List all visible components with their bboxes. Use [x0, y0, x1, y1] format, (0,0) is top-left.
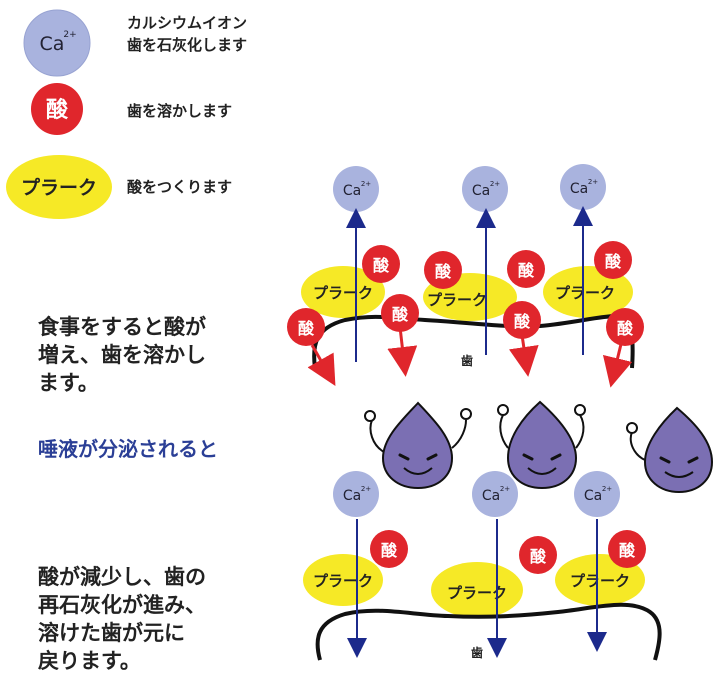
calcium-ion: Ca 2+ — [333, 471, 379, 517]
calcium-ion: Ca 2+ — [472, 471, 518, 517]
acid-molecule: 酸 — [424, 251, 462, 289]
acid-label: 酸 — [435, 262, 452, 281]
plaque — [543, 266, 633, 318]
tooth-icon-label: 歯 — [461, 353, 473, 368]
acid-molecule: 酸 — [608, 530, 646, 568]
calcium-ion: Ca 2+ — [462, 166, 508, 212]
acid-molecule: 酸 — [594, 241, 632, 279]
saliva-drop-icon — [364, 401, 472, 490]
calcium-symbol: Ca — [584, 488, 602, 504]
acid-molecule: 酸 — [606, 308, 644, 346]
calcium-ion: Ca 2+ — [560, 164, 606, 210]
acid-label: 酸 — [298, 319, 315, 338]
legend-calcium-line2: 歯を石灰化します — [127, 36, 248, 54]
legend-plaque-text: 酸をつくります — [127, 178, 233, 196]
calcium-superscript: 2+ — [361, 180, 371, 188]
saliva-drop-icon — [626, 406, 714, 494]
plaque-label: プラーク — [570, 572, 630, 590]
legend-calcium-icon: Ca 2+ — [23, 9, 91, 77]
acid-molecule: 酸 — [287, 308, 325, 346]
calcium-symbol: Ca — [343, 488, 361, 504]
acid-molecule: 酸 — [503, 301, 541, 339]
legend-acid-symbol: 酸 — [46, 98, 69, 123]
caption-eating: 食事をすると酸が 増え、歯を溶かし ます。 — [38, 313, 206, 397]
caption-recovery-line: 酸が減少し、歯の — [38, 565, 206, 589]
calcium-superscript: 2+ — [361, 485, 371, 493]
calcium-symbol: Ca — [472, 183, 490, 199]
acid-label: 酸 — [381, 541, 398, 560]
acid-arrow — [508, 334, 539, 377]
caption-recovery-line: 溶けた歯が元に — [38, 621, 185, 645]
saliva-drop-icon — [497, 400, 586, 490]
acid-label: 酸 — [373, 256, 390, 275]
acid-arrow — [602, 339, 633, 388]
plaque — [431, 562, 523, 618]
calcium-symbol: Ca — [570, 181, 588, 197]
plaque-label: プラーク — [427, 291, 487, 309]
tooth-icon: 歯 — [471, 645, 483, 660]
caption-recovery-line: 再石灰化が進み、 — [38, 593, 206, 617]
legend-graphics: Ca 2+ 酸 プラーク — [6, 9, 112, 219]
plaque-label: プラーク — [313, 284, 373, 302]
top-scene: プラーク プラーク プラーク Ca 2+ Ca 2+ Ca 2+ — [287, 164, 644, 388]
calcium-symbol: Ca — [482, 488, 500, 504]
acid-label: 酸 — [530, 547, 547, 566]
calcium-superscript: 2+ — [588, 178, 598, 186]
acid-molecule: 酸 — [370, 530, 408, 568]
legend-plaque-icon: プラーク — [6, 155, 112, 219]
calcium-superscript: 2+ — [602, 485, 612, 493]
caption-eating-line: 食事をすると酸が — [38, 315, 206, 339]
plaque — [301, 266, 385, 318]
calcium-symbol: Ca — [343, 183, 361, 199]
caption-recovery: 酸が減少し、歯の 再石灰化が進み、 溶けた歯が元に 戻ります。 — [38, 563, 206, 675]
acid-arrow — [387, 326, 418, 377]
caption-recovery-line: 戻ります。 — [38, 649, 141, 673]
acid-molecule: 酸 — [507, 250, 545, 288]
caption-saliva: 唾液が分泌されると — [38, 437, 218, 461]
acid-molecule: 酸 — [381, 294, 419, 332]
tooth-icon-label: 歯 — [471, 645, 483, 660]
acid-arrow — [307, 344, 336, 387]
calcium-ion: Ca 2+ — [333, 166, 379, 212]
tooth-surface — [315, 602, 662, 661]
calcium-ion: Ca 2+ — [574, 471, 620, 517]
bottom-scene: プラーク プラーク プラーク Ca 2+ Ca 2+ Ca 2+ 酸 酸 酸 歯 — [303, 471, 662, 661]
caption-eating-line: ます。 — [38, 371, 99, 395]
plaque-label: プラーク — [313, 572, 373, 590]
tooth-surface — [312, 313, 635, 369]
legend-calcium-superscript: 2+ — [63, 30, 76, 40]
acid-label: 酸 — [605, 252, 622, 271]
acid-molecule: 酸 — [362, 245, 400, 283]
plaque-label: プラーク — [555, 284, 615, 302]
acid-label: 酸 — [392, 305, 409, 324]
calcium-superscript: 2+ — [500, 485, 510, 493]
legend-acid-text: 歯を溶かします — [127, 102, 233, 120]
acid-label: 酸 — [514, 312, 531, 331]
legend-plaque-symbol: プラーク — [21, 176, 97, 199]
caption-eating-line: 増え、歯を溶かし — [38, 343, 206, 367]
acid-molecule: 酸 — [519, 536, 557, 574]
tooth-icon: 歯 — [461, 353, 473, 368]
legend-calcium-symbol: Ca — [40, 33, 65, 55]
acid-label: 酸 — [617, 319, 634, 338]
acid-label: 酸 — [619, 541, 636, 560]
legend-acid-icon: 酸 — [31, 83, 83, 135]
acid-label: 酸 — [518, 261, 535, 280]
plaque-label: プラーク — [447, 584, 507, 602]
plaque — [303, 554, 383, 606]
calcium-superscript: 2+ — [490, 180, 500, 188]
legend-calcium-line1: カルシウムイオン — [127, 14, 248, 32]
